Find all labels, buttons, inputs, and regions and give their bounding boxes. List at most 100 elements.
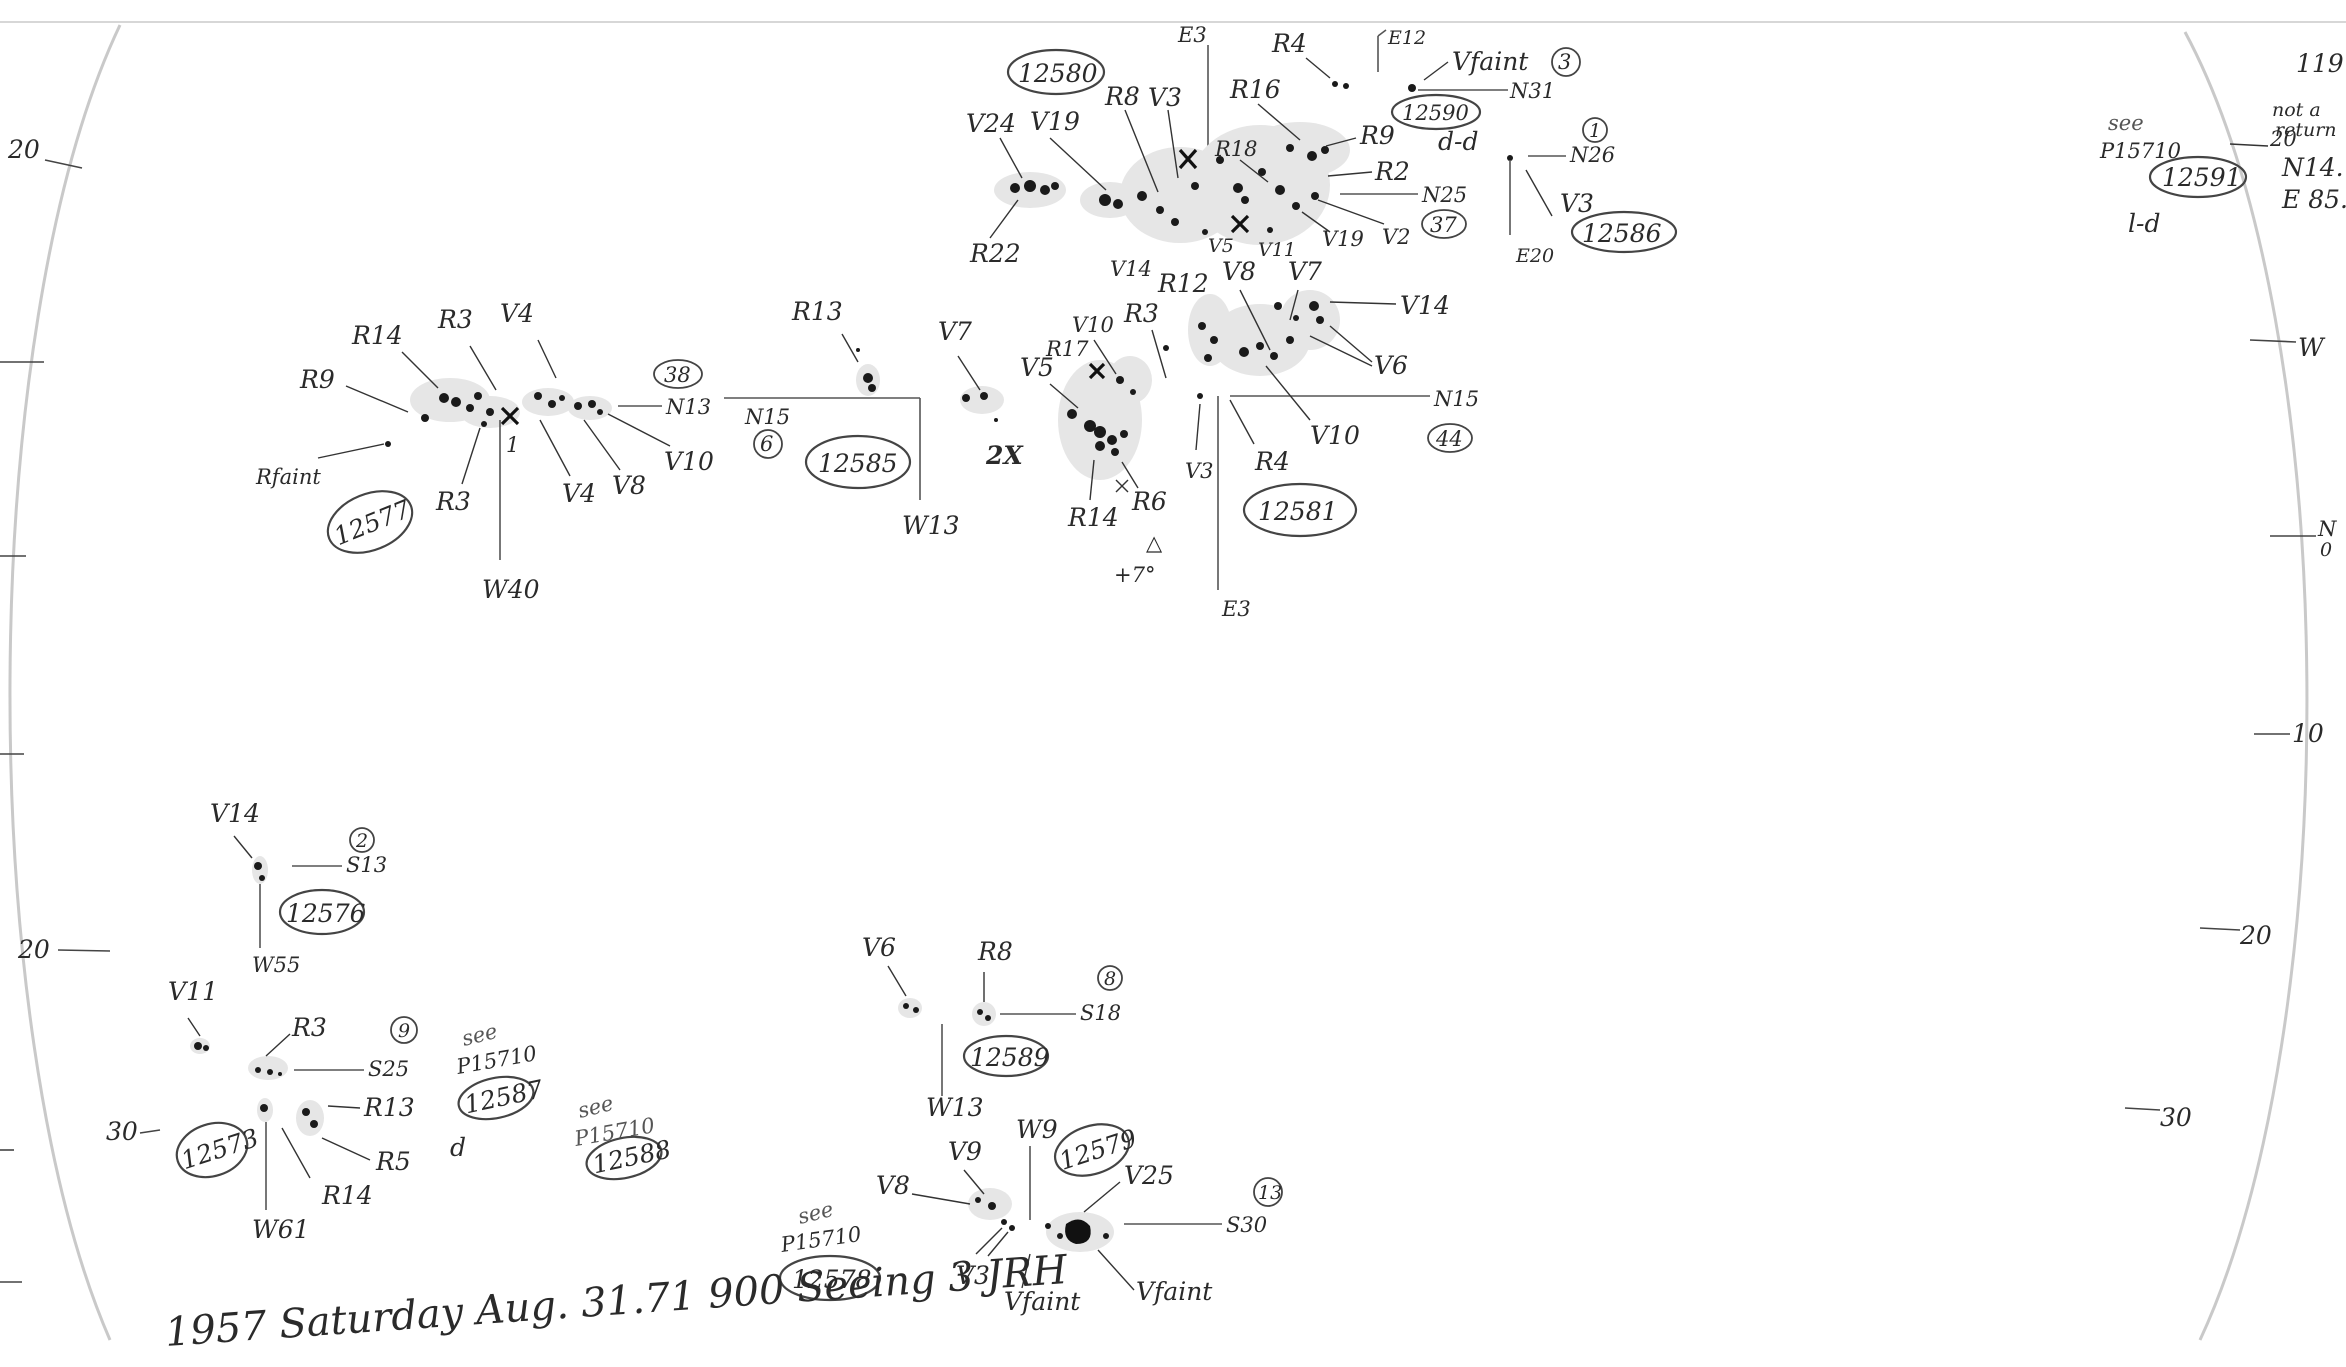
g12578-region: 12578 [792, 1265, 872, 1294]
sunspot-group-12588-note: see P15710 12588 [572, 1091, 674, 1181]
right-mark-10: 10 [2292, 719, 2324, 748]
g12585-W13: W13 [902, 511, 960, 540]
g12579-V25: V25 [1124, 1161, 1174, 1190]
g12577-V4b: V4 [562, 479, 596, 508]
g12586-region: 12586 [1582, 219, 1662, 248]
g12580-region: 12580 [1018, 59, 1098, 88]
g12577-R3b: R3 [435, 487, 471, 516]
sunspot-group-12579: W9 V9 V8 12579 V25 13 S30 V3 Vfaint Vfai… [876, 1115, 1283, 1316]
g12577-V4: V4 [500, 299, 534, 328]
g12579-count: 13 [1258, 1182, 1282, 1204]
right-mark-W: W [2298, 333, 2326, 362]
g12581-V7b: V7 [1288, 257, 1322, 286]
g12580-R18: R18 [1214, 137, 1258, 161]
g12581-V14: V14 [1400, 291, 1450, 320]
page-number: 119 [2296, 49, 2344, 78]
g12581-R3: R3 [1123, 299, 1159, 328]
g12590-ld: d-d [1438, 127, 1478, 156]
g12581-V8: V8 [1222, 257, 1256, 286]
g12577-V8: V8 [612, 471, 646, 500]
g12576-region: 12576 [286, 899, 366, 928]
g12578-plate: P15710 [778, 1222, 862, 1257]
sunspot-group-12585: R13 N15 6 12585 W13 [724, 297, 960, 540]
left-limb-ticks: 20 20 [0, 135, 111, 1283]
g12590-region: 12590 [1402, 101, 1469, 125]
g12580-R16: R16 [1229, 75, 1281, 104]
g12580-V2: V2 [1382, 225, 1411, 249]
g12585-N15: N15 [744, 405, 790, 429]
g12579-V8: V8 [876, 1171, 910, 1200]
g12573-30: 30 [106, 1117, 138, 1146]
g12581-2X: 2X [985, 441, 1024, 470]
g12577-R14: R14 [351, 321, 403, 350]
g12590-Vfaint: Vfaint [1452, 47, 1529, 76]
svg-text:△: △ [1146, 531, 1163, 555]
g12581-V5: V5 [1020, 353, 1054, 382]
g12577-count: 38 [664, 363, 691, 387]
g12573-V11: V11 [168, 977, 218, 1006]
note-see: see [2108, 111, 2144, 135]
note-not-a: not a [2272, 99, 2321, 121]
g12590-N31: N31 [1509, 79, 1555, 103]
sunspot-group-12589: V6 R8 8 S18 W13 12589 [862, 933, 1123, 1122]
g12586-count: 1 [1589, 120, 1601, 142]
region-12591: 12591 [2162, 163, 2242, 192]
g12573-R5: R5 [375, 1147, 411, 1176]
g12579-Vfaint: Vfaint [1004, 1287, 1081, 1316]
g12588-see: see [575, 1091, 615, 1123]
g12581-angle: +7° [1114, 563, 1155, 587]
g12573-R3: R3 [291, 1013, 327, 1042]
g12586-N26: N26 [1569, 143, 1615, 167]
sunspot-group-12590: E12 Vfaint 3 N31 12590 d-d [1377, 27, 1581, 156]
g12590-E12: E12 [1387, 27, 1426, 49]
g12580-R4: R4 [1271, 29, 1307, 58]
g12581-V7: V7 [938, 317, 972, 346]
g12577-W40: W40 [482, 575, 540, 604]
g12573-region: 12573 [178, 1123, 263, 1175]
g12581-E3: E3 [1221, 597, 1251, 621]
note-20: 20 [2269, 127, 2297, 151]
g12587-see: see [459, 1019, 499, 1051]
g12578-see: see [795, 1197, 835, 1229]
g12580-V3: V3 [1148, 83, 1182, 112]
g12581-R14: R14 [1067, 503, 1119, 532]
note-plate: P15710 [2099, 139, 2181, 163]
g12581-V6: V6 [1374, 351, 1408, 380]
g12580-V14: V14 [1110, 257, 1152, 281]
g12581-R17: R17 [1045, 337, 1089, 361]
g12573-R14: R14 [321, 1181, 373, 1210]
sunspot-group-12587-note: see P15710 12587 d [450, 1019, 546, 1162]
g12585-count: 6 [760, 432, 773, 456]
g12580-R9: R9 [1359, 121, 1395, 150]
sunspot-group-12580: E3 12580 R8 V3 V24 V19 R22 V14 R12 R18 R… [966, 23, 1467, 298]
g12581-region: 12581 [1258, 497, 1338, 526]
g12589-S18: S18 [1080, 1001, 1121, 1025]
g12577-N13: N13 [665, 395, 711, 419]
sunspot-group-12573: V11 R3 9 S25 R13 R5 R14 W61 30 12573 [106, 977, 418, 1244]
g12579-V9: V9 [948, 1137, 982, 1166]
sunspot-group-12581: V7 V10 V5 R17 R3 V8 V7 V14 V6 N15 44 V10… [938, 257, 1479, 621]
g12586-V3: V3 [1560, 189, 1594, 218]
sunspot-group-12576: V14 2 S13 W55 12576 [210, 799, 387, 977]
g12579-V3: V3 [956, 1261, 990, 1290]
note-lat: N14. [2281, 153, 2344, 182]
g12589-count: 8 [1104, 968, 1116, 990]
g12581-N15: N15 [1433, 387, 1479, 411]
svg-text:1: 1 [506, 433, 519, 457]
g12576-V14: V14 [210, 799, 260, 828]
g12576-count: 2 [355, 830, 368, 852]
g12573-S25: S25 [368, 1057, 409, 1081]
g12581-count: 44 [1435, 427, 1463, 451]
g12573-R13: R13 [363, 1093, 415, 1122]
g12580-V11: V11 [1258, 239, 1296, 261]
g12577-R9: R9 [299, 365, 335, 394]
g12581-V10: V10 [1072, 313, 1114, 337]
right-mark-Os: 0 [2320, 539, 2332, 561]
sunspot-group-12586: 1 N26 V3 12586 E20 [1507, 117, 1678, 267]
g12581-R4: R4 [1254, 447, 1290, 476]
g12585-region: 12585 [818, 449, 898, 478]
g12589-V6: V6 [862, 933, 896, 962]
note-ld: l-d [2128, 209, 2160, 238]
